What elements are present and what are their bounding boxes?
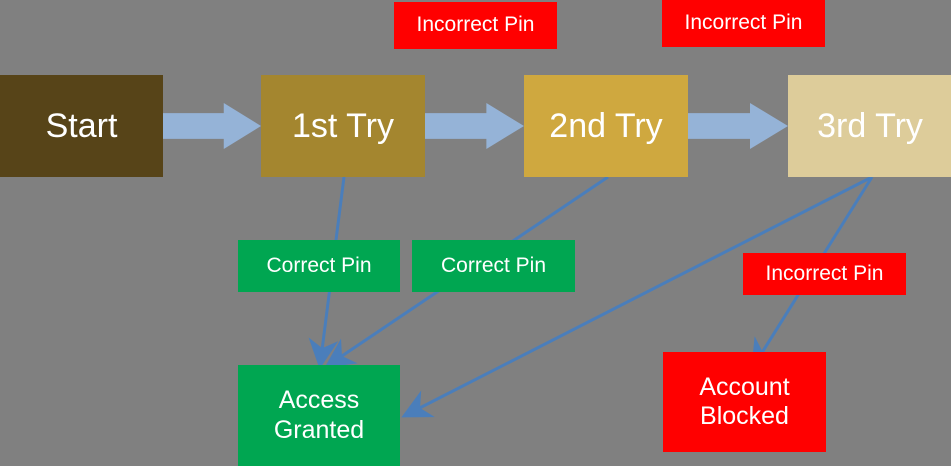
stage-node-try3[interactable]: 3rd Try [788, 75, 951, 177]
terminal-node-account-blocked[interactable]: Account Blocked [663, 352, 826, 452]
edge-label-incorrect-pin-1[interactable]: Incorrect Pin [394, 2, 557, 49]
edge-label-incorrect-pin-2[interactable]: Incorrect Pin [662, 0, 825, 47]
stage-node-label: 1st Try [291, 106, 395, 145]
stage-node-try1[interactable]: 1st Try [261, 75, 425, 177]
edge-label-correct-pin-2[interactable]: Correct Pin [412, 240, 575, 292]
stage-node-label: Start [45, 106, 118, 145]
edge-label-correct-pin-1[interactable]: Correct Pin [238, 240, 400, 292]
edge-label-text: Incorrect Pin [765, 261, 884, 285]
block-arrow-start-to-try1 [163, 103, 261, 149]
edge-label-text: Correct Pin [266, 253, 372, 277]
edge-label-text: Incorrect Pin [684, 11, 803, 35]
stage-node-label: 3rd Try [817, 106, 923, 145]
terminal-node-label: Access Granted [273, 386, 365, 444]
edge-label-incorrect-pin-3[interactable]: Incorrect Pin [743, 253, 906, 295]
stage-node-try2[interactable]: 2nd Try [524, 75, 688, 177]
terminal-node-label: Account Blocked [699, 372, 790, 431]
block-arrow-try1-to-try2 [425, 103, 524, 149]
edge-label-text: Incorrect Pin [416, 13, 535, 37]
stage-node-label: 2nd Try [549, 106, 663, 145]
block-arrow-try2-to-try3 [688, 103, 788, 149]
edge-label-text: Correct Pin [440, 253, 547, 277]
stage-node-start[interactable]: Start [0, 75, 163, 177]
terminal-node-access-granted[interactable]: Access Granted [238, 365, 400, 466]
